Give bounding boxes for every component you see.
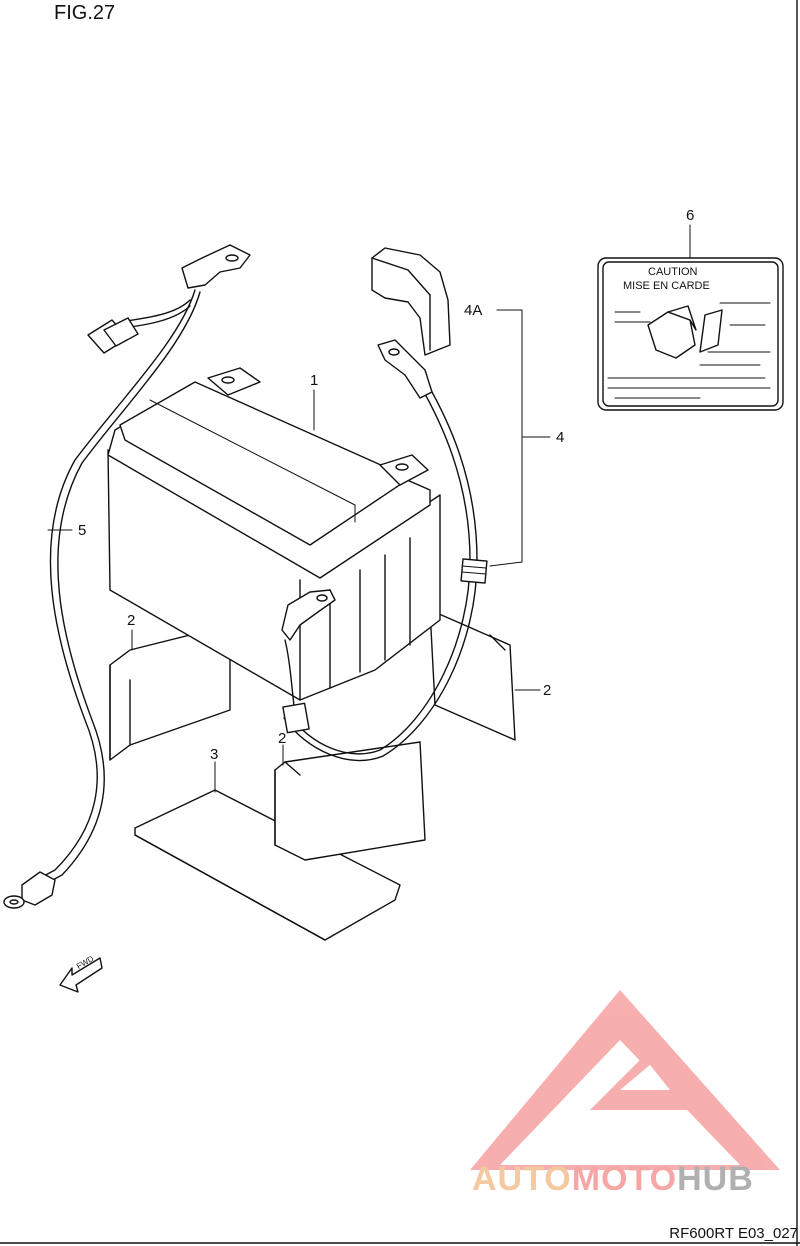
automotohub-logo-text: AUTOMOTOHUB (472, 1160, 754, 1199)
callout-3: 3 (210, 746, 219, 763)
callout-2-right: 2 (543, 682, 552, 699)
figure-title: FIG.27 (54, 2, 116, 24)
callout-1: 1 (310, 372, 319, 389)
logo-text-auto: AUTO (472, 1160, 572, 1198)
callout-2-bottom: 2 (278, 730, 287, 747)
caution-label-line1: CAUTION (648, 266, 698, 278)
callout-2-left: 2 (127, 612, 136, 629)
part-6-caution-label (597, 257, 784, 411)
part-1-battery (107, 367, 441, 701)
part-5-negative-lead (3, 244, 251, 909)
part-4A-terminal-cover (371, 247, 451, 356)
callout-6: 6 (686, 207, 695, 224)
leader-lines (47, 224, 691, 793)
drawing-code: RF600RT E03_027 (669, 1225, 798, 1242)
part-2-pad-right (429, 609, 516, 741)
part-2-pad-bottom (274, 741, 426, 861)
logo-text-moto: MOTO (571, 1160, 678, 1198)
callout-4A: 4A (464, 302, 483, 319)
logo-text-hub: HUB (677, 1160, 754, 1198)
part-2-pad-left (109, 624, 231, 761)
callout-5: 5 (78, 522, 87, 539)
part-4-positive-lead (281, 339, 488, 762)
fwd-arrow-icon (59, 957, 103, 993)
automotohub-logo-icon (470, 990, 780, 1170)
callout-4: 4 (556, 429, 565, 446)
caution-label-line2: MISE EN CARDE (623, 280, 710, 292)
